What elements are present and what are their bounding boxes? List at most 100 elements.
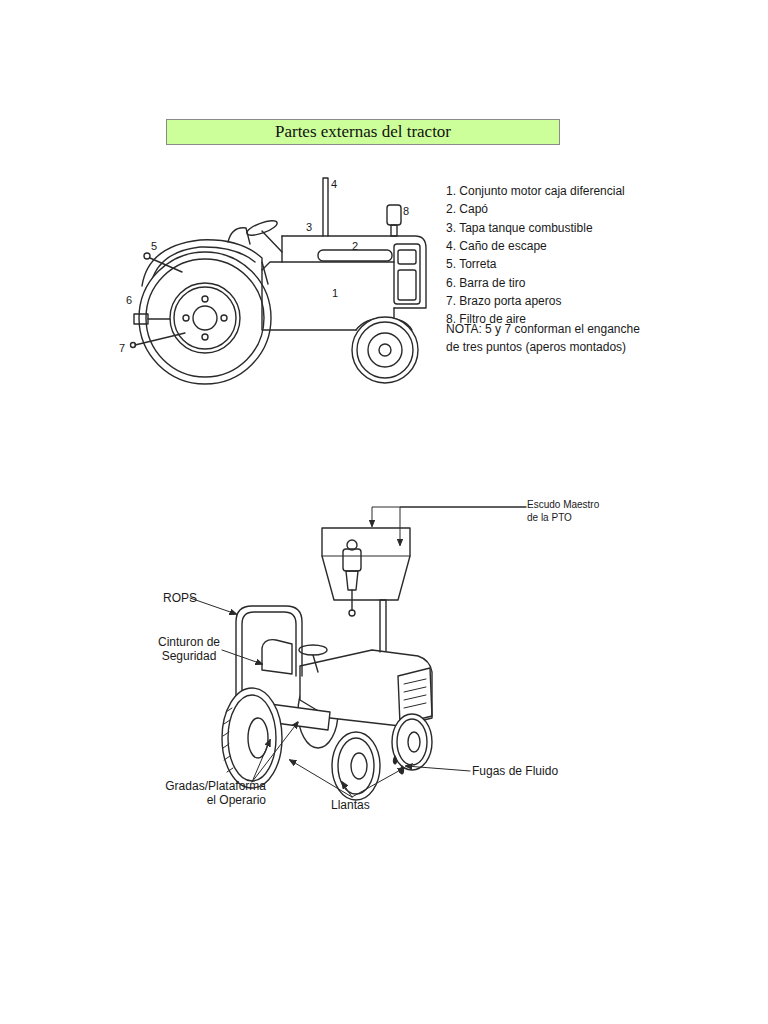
rear-wheel (139, 252, 271, 384)
part-list-item: 4. Caño de escape (446, 239, 547, 253)
rear-wheel-part (202, 334, 208, 340)
seat-steering-part (299, 645, 327, 655)
part-list-item: 5. Torreta (446, 257, 496, 271)
seat-and-steering-part (262, 231, 282, 252)
leader-lines-part (252, 722, 298, 782)
callout-number: 4 (331, 178, 337, 191)
air-filter-part (387, 205, 401, 225)
part-label: ROPS (163, 591, 197, 605)
part-list-item: 2. Capó (446, 202, 488, 216)
seat-and-steering-part (245, 218, 278, 238)
pto-shield-part (346, 571, 358, 590)
part-label: Cinturon de Seguridad (150, 635, 228, 663)
seat-steering-part (313, 655, 318, 672)
three-point-hitch-part (148, 318, 170, 319)
exhaust-pipe (323, 178, 328, 236)
rear-left-wheel (222, 688, 282, 788)
hood-body (262, 236, 426, 330)
front-right-wheel (392, 714, 432, 770)
part-label: Fugas de Fluido (472, 764, 558, 778)
three-point-hitch-part (135, 333, 185, 345)
rops-part (236, 606, 302, 702)
leader-lines-part (400, 507, 526, 545)
callout-number: 6 (126, 294, 132, 307)
hood-part (380, 600, 386, 652)
hood-part (404, 679, 426, 708)
pto-shield-part (351, 590, 352, 610)
part-label: Gradas/Plataforma el Operario (160, 779, 266, 807)
callout-number: 1 (332, 287, 338, 300)
front-wheel-part (379, 344, 391, 356)
pto-shield-part (322, 556, 410, 557)
rops (236, 606, 302, 702)
exhaust-pipe-part (323, 178, 328, 236)
callout-number: 5 (151, 240, 157, 253)
title-band: Partes externas del tractor (166, 119, 560, 145)
part-list-item: 6. Barra de tiro (446, 276, 525, 290)
leader-lines (190, 507, 526, 797)
hood-body-part (394, 244, 420, 304)
rear-wheel-part (174, 287, 236, 349)
note-text: NOTA: 5 y 7 conforman el enganche de tre… (446, 320, 646, 356)
front-wheel-part (352, 317, 418, 383)
air-filter (387, 205, 401, 236)
leader-lines-part (352, 768, 404, 797)
leader-lines-part (406, 766, 470, 771)
rear-left-wheel-part (222, 688, 282, 788)
part-list-item: 1. Conjunto motor caja diferencial (446, 184, 625, 198)
seat-steering (262, 640, 327, 674)
air-filter-part (391, 225, 397, 236)
seat-steering-part (262, 640, 292, 674)
three-point-hitch (131, 253, 186, 348)
part-list-item: 7. Brazo porta aperos (446, 294, 561, 308)
hood-body-part (393, 308, 394, 318)
part-list-item: 3. Tapa tanque combustible (446, 221, 593, 235)
front-right-wheel-part (392, 714, 432, 770)
front-right-wheel-part (397, 719, 427, 765)
rear-left-wheel-part (223, 708, 233, 772)
rear-left-wheel-part (228, 695, 276, 781)
rear-wheel-part (193, 306, 217, 330)
rear-wheel-part (221, 315, 227, 321)
title-text: Partes externas del tractor (275, 122, 451, 142)
part-label: Escudo Maestro de la PTO (527, 498, 605, 524)
callout-number: 3 (306, 221, 312, 234)
leader-lines-part (342, 782, 352, 797)
pto-shield-part (349, 610, 355, 616)
rear-wheel-part (183, 315, 189, 321)
rear-wheel-part (202, 296, 208, 302)
fluid-drops-part (394, 756, 397, 764)
callout-number: 8 (403, 205, 409, 218)
front-wheel-part (368, 333, 402, 367)
three-point-hitch-part (150, 258, 182, 272)
leader-lines-part (222, 650, 262, 664)
callout-number: 7 (119, 342, 125, 355)
leader-lines-part (252, 740, 270, 782)
safety-tractor (222, 600, 432, 800)
hood-body-part (398, 250, 416, 264)
front-left-wheel-part (338, 738, 374, 794)
leader-lines-part (372, 507, 526, 526)
seat-and-steering (228, 218, 282, 284)
three-point-hitch-part (144, 253, 150, 259)
pto-shield (322, 528, 410, 616)
hood (300, 600, 432, 726)
front-right-wheel-part (408, 732, 420, 752)
rear-wheel-part (146, 259, 264, 377)
part-label: Llantas (331, 798, 370, 812)
front-left-wheel-part (351, 753, 367, 779)
leader-lines-part (290, 760, 352, 797)
three-point-hitch-part (134, 314, 148, 324)
front-wheel (352, 317, 418, 383)
callout-number: 2 (352, 240, 358, 253)
side-tractor (131, 178, 427, 384)
rear-wheel-part (139, 252, 271, 384)
pto-shield-part (343, 549, 361, 571)
front-wheel-part (357, 322, 413, 378)
hood-body-part (282, 236, 426, 308)
rear-wheel-part (170, 283, 240, 353)
seat-and-steering-part (228, 228, 250, 244)
pto-shield-part (322, 528, 410, 600)
hood-body-part (398, 270, 416, 300)
